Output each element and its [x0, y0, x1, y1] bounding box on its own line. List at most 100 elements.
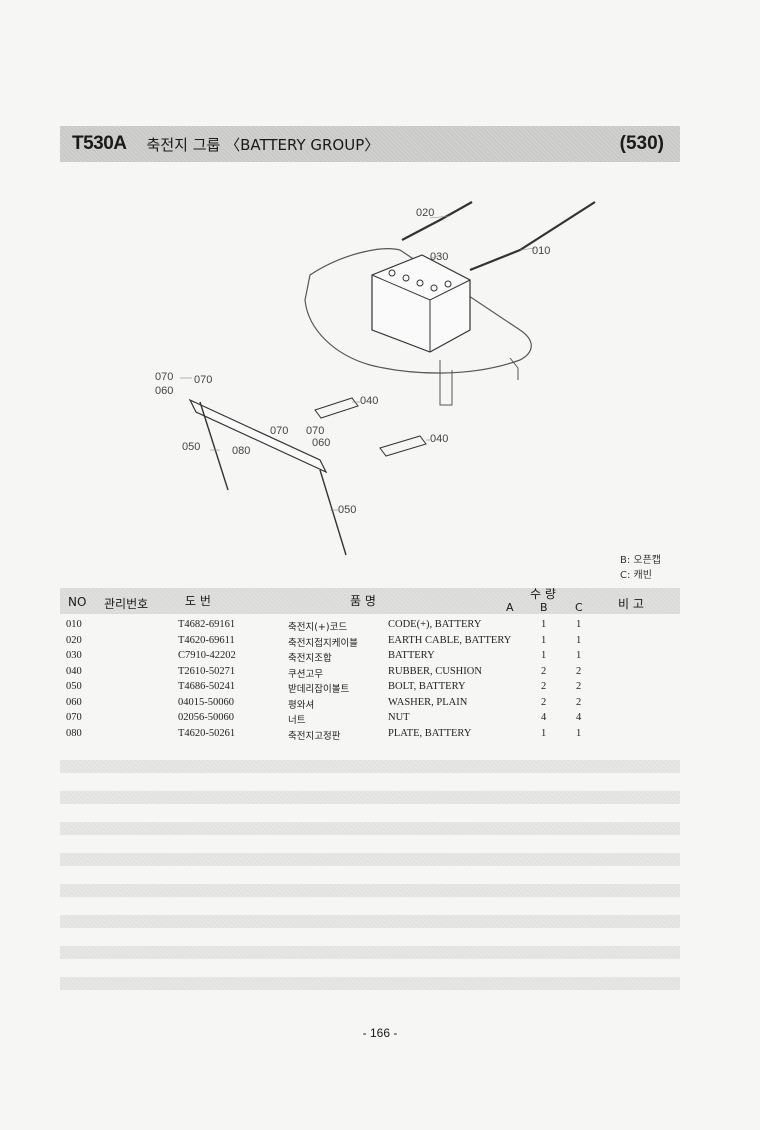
- cell-c: 1: [576, 727, 582, 739]
- section-code: (530): [619, 133, 664, 154]
- cell-c: 4: [576, 712, 582, 723]
- rubber-cushion: [314, 397, 359, 419]
- callout-070-4: 070: [306, 425, 324, 437]
- callout-060: 060: [155, 385, 173, 397]
- cell-part: T2610-50271: [178, 665, 236, 677]
- cell-part: T4686-50241: [178, 681, 236, 692]
- cell-c: 2: [576, 665, 582, 677]
- table-row: 080 T4620-50261 축전지고정판 PLATE, BATTERY 1 …: [60, 727, 680, 743]
- cell-b: 4: [541, 712, 547, 723]
- cell-kr: 축전지고정판: [288, 730, 341, 742]
- cell-b: 1: [541, 727, 547, 739]
- cell-b: 1: [541, 650, 547, 661]
- table-row: 060 04015-50060 평와셔 WASHER, PLAIN 2 2: [60, 696, 680, 712]
- legend-item-b: B: 오픈캡: [620, 555, 662, 566]
- blank-row-band: [60, 760, 680, 773]
- cell-b: 1: [541, 619, 547, 630]
- blank-row-band: [60, 822, 680, 835]
- cell-c: 1: [576, 634, 582, 646]
- blank-row-band: [60, 915, 680, 928]
- blank-row-band: [60, 884, 680, 897]
- parts-table: 010 T4682-69161 축전지(+)코드 CODE(+), BATTER…: [60, 618, 680, 742]
- battery-cap-icon: [444, 280, 452, 288]
- callout-010: 010: [532, 245, 550, 257]
- cell-en: RUBBER, CUSHION: [388, 665, 482, 677]
- table-row: 070 02056-50060 너트 NUT 4 4: [60, 711, 680, 727]
- callout-070-3: 070: [270, 425, 288, 437]
- cell-no: 060: [66, 696, 82, 708]
- rubber-cushion: [379, 435, 427, 457]
- cell-c: 2: [576, 696, 582, 708]
- battery-cap-icon: [388, 269, 396, 277]
- cell-c: 1: [576, 650, 582, 661]
- callout-050-2: 050: [338, 504, 356, 516]
- cell-part: C7910-42202: [178, 650, 236, 661]
- table-header: NO 관리번호 도 번 품 명 수 량 A B C 비 고: [60, 587, 680, 614]
- cell-no: 010: [66, 619, 82, 630]
- cell-no: 080: [66, 727, 82, 739]
- cell-kr: 쿠션고무: [288, 668, 323, 680]
- cell-kr: 받데리잡이볼트: [288, 684, 350, 695]
- cell-en: WASHER, PLAIN: [388, 696, 468, 708]
- callout-070-2: 070: [194, 374, 212, 386]
- cell-no: 070: [66, 712, 82, 723]
- blank-row-band: [60, 977, 680, 990]
- table-row: 020 T4620-69611 축전지접지케이블 EARTH CABLE, BA…: [60, 634, 680, 650]
- callout-040: 040: [360, 395, 378, 407]
- table-row: 010 T4682-69161 축전지(+)코드 CODE(+), BATTER…: [60, 618, 680, 634]
- callout-040-2: 040: [430, 433, 448, 445]
- cell-c: 2: [576, 681, 582, 692]
- table-row: 030 C7910-42202 축전지조합 BATTERY 1 1: [60, 649, 680, 665]
- legend: B: 오픈캡 C: 캐빈: [620, 553, 661, 583]
- cell-b: 2: [541, 696, 547, 708]
- table-row: 040 T2610-50271 쿠션고무 RUBBER, CUSHION 2 2: [60, 665, 680, 681]
- battery-cap-icon: [402, 274, 410, 282]
- blank-row-band: [60, 791, 680, 804]
- header-col-b: B: [540, 601, 548, 614]
- bracket-leg: [509, 357, 519, 380]
- battery-edges: [371, 274, 471, 352]
- battery-cap-icon: [430, 284, 438, 292]
- cell-b: 2: [541, 681, 547, 692]
- callout-030: 030: [430, 251, 448, 263]
- leader-lines: [180, 215, 536, 511]
- earth-cable: [401, 201, 473, 241]
- cell-kr: 축전지접지케이블: [288, 637, 358, 649]
- base-plate: [304, 248, 532, 374]
- callout-050: 050: [182, 441, 200, 453]
- model-code: T530A: [72, 133, 127, 154]
- cell-part: T4682-69161: [178, 619, 236, 630]
- cell-no: 030: [66, 650, 82, 661]
- cell-c: 1: [576, 619, 582, 630]
- table-row: 050 T4686-50241 받데리잡이볼트 BOLT, BATTERY 2 …: [60, 680, 680, 696]
- battery-bolt: [199, 401, 229, 491]
- cell-kr: 축전지조합: [288, 653, 332, 664]
- cell-part: T4620-50261: [178, 727, 236, 739]
- battery-diagram: 020 010 030 040 040 050 050 060 060 070 …: [155, 201, 596, 556]
- header-mgmt-no: 관리번호: [104, 597, 149, 611]
- title-bar: T530A 축전지 그룹 〈BATTERY GROUP〉 (530): [60, 126, 680, 162]
- header-drawing-no: 도 번: [185, 594, 211, 608]
- blank-row-band: [60, 853, 680, 866]
- bracket: [439, 360, 453, 406]
- battery-plate: [188, 398, 328, 474]
- cell-b: 1: [541, 634, 547, 646]
- cell-en: BOLT, BATTERY: [388, 681, 466, 692]
- cell-en: PLATE, BATTERY: [388, 727, 472, 739]
- cell-kr: 평와셔: [288, 699, 315, 711]
- cell-no: 050: [66, 681, 82, 692]
- callout-020: 020: [416, 207, 434, 219]
- header-col-c: C: [575, 601, 583, 614]
- cell-en: NUT: [388, 712, 410, 723]
- callout-070: 070: [155, 371, 173, 383]
- cell-part: T4620-69611: [178, 634, 235, 646]
- cell-no: 020: [66, 634, 82, 646]
- cell-en: BATTERY: [388, 650, 435, 661]
- cell-part: 04015-50060: [178, 696, 234, 708]
- cell-part: 02056-50060: [178, 712, 234, 723]
- cell-b: 2: [541, 665, 547, 677]
- battery-bolt: [319, 469, 347, 556]
- section-title: 축전지 그룹 〈BATTERY GROUP〉: [146, 135, 380, 154]
- battery-cap-icon: [416, 279, 424, 287]
- positive-cable: [469, 201, 596, 272]
